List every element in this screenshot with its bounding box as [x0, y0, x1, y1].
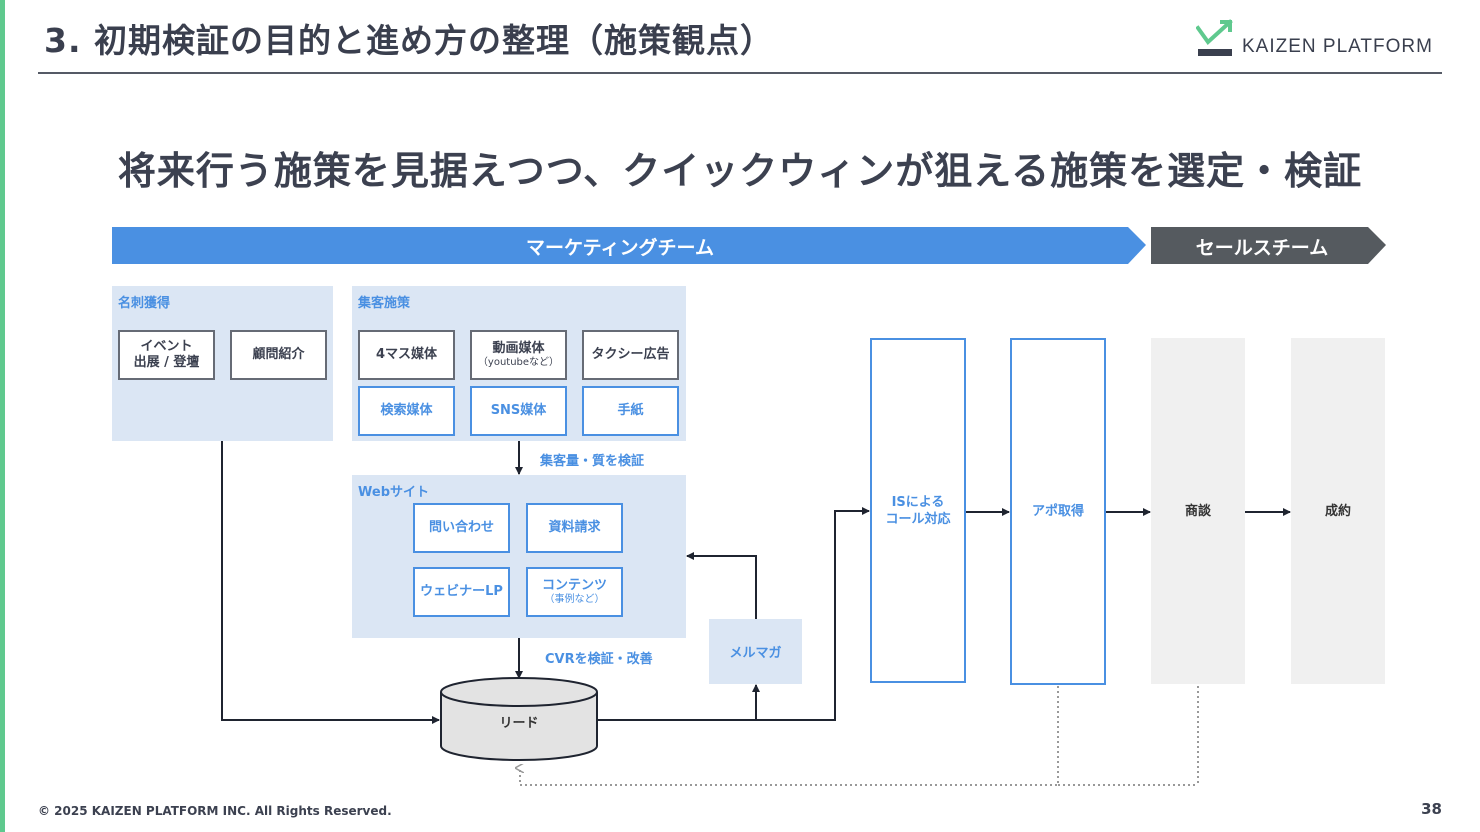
panel-meishi-label: 名刺獲得	[118, 296, 171, 311]
slide-headline: 将来行う施策を見据えつつ、クイックウィンが狙える施策を選定・検証	[117, 149, 1363, 193]
panel-shukyaku-label: 集客施策	[358, 296, 411, 311]
stage-is-call: ISによるコール対応	[870, 338, 966, 683]
lead-label: リード	[499, 716, 539, 731]
box-document-request: 資料請求	[526, 503, 623, 553]
title-divider	[38, 72, 1442, 74]
stage-contract: 成約	[1291, 338, 1385, 684]
company-logo: KAIZEN PLATFORM	[1196, 18, 1446, 62]
sales-banner	[1151, 227, 1386, 264]
marketing-banner	[112, 227, 1146, 264]
box-video-media: 動画媒体（youtubeなど）	[470, 330, 567, 380]
box-search-media: 検索媒体	[358, 386, 455, 436]
arrow-meishi-to-lead	[221, 441, 440, 724]
panel-website-label: Webサイト	[358, 485, 429, 500]
box-webinar-lp: ウェビナーLP	[413, 567, 510, 617]
box-letter: 手紙	[582, 386, 679, 436]
sales-banner-label: セールスチーム	[1195, 237, 1329, 259]
left-accent-bar	[0, 0, 5, 832]
logo-wordmark: KAIZEN PLATFORM	[1242, 36, 1433, 57]
box-mail-magazine: メルマガ	[709, 619, 802, 684]
panel-website	[352, 475, 686, 638]
footer-copyright: © 2025 KAIZEN PLATFORM INC. All Rights R…	[38, 804, 392, 818]
stage-appointment: アポ取得	[1010, 338, 1106, 685]
slide-title: 3. 初期検証の目的と進め方の整理（施策観点）	[44, 21, 774, 60]
lead-cylinder	[440, 677, 598, 761]
arrow-lead-to-is	[756, 507, 870, 721]
trend-check-icon	[1196, 19, 1233, 56]
box-content: コンテンツ（事例など）	[526, 567, 623, 617]
stage-negotiation: 商談	[1151, 338, 1245, 684]
arrow-mailmag-to-web	[686, 552, 757, 619]
box-event: イベント出展 / 登壇	[118, 330, 215, 380]
box-taxi-ad: タクシー広告	[582, 330, 679, 380]
arrow-lead-to-mailmag	[598, 684, 760, 721]
note-verify-cvr: CVRを検証・改善	[545, 652, 653, 667]
box-advisor: 顧問紹介	[230, 330, 327, 380]
box-sns-media: SNS媒体	[470, 386, 567, 436]
box-inquiry: 問い合わせ	[413, 503, 510, 553]
note-verify-traffic: 集客量・質を検証	[540, 454, 645, 469]
box-mass-media: 4マス媒体	[358, 330, 455, 380]
marketing-banner-label: マーケティングチーム	[526, 237, 714, 259]
page-number: 38	[1421, 800, 1442, 818]
return-loop-dotted	[520, 686, 1059, 786]
